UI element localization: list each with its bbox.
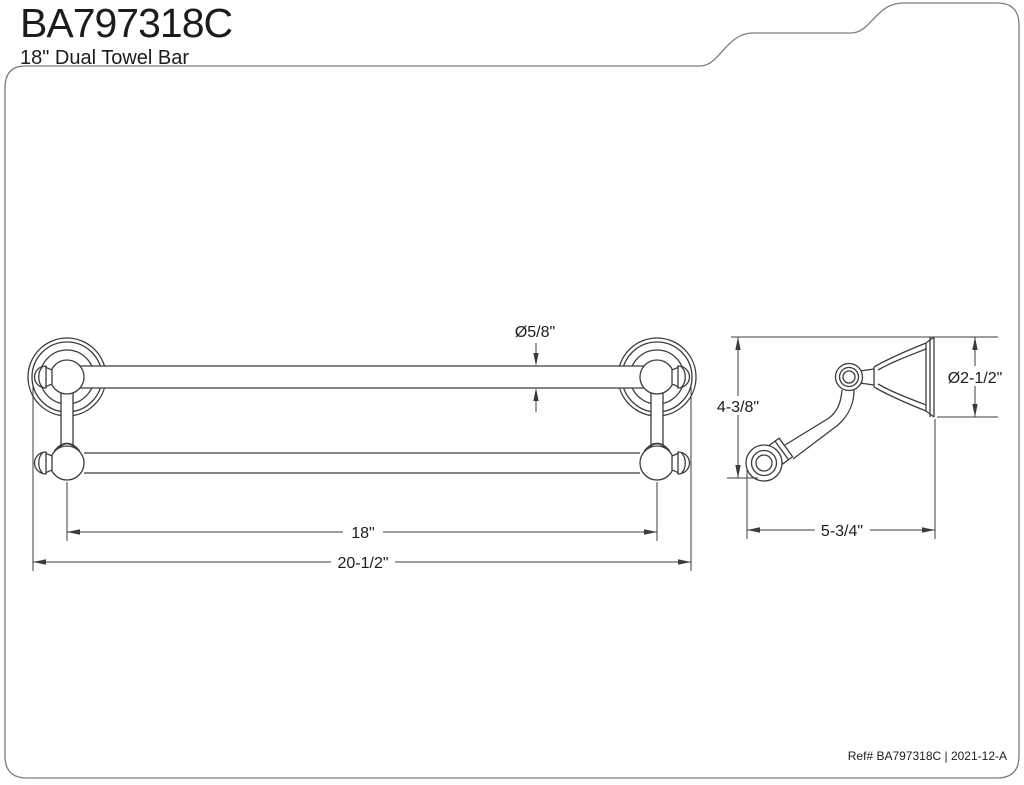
dim-projection: 5-3/4" [746,419,936,540]
dim-bar-diameter-label: Ø5/8" [515,324,555,341]
top-left-finial [33,365,53,389]
dim-overall-height-label: 4-3/8" [717,399,759,416]
dim-overall-height: 4-3/8" [711,336,998,479]
dim-bar-length: 18" [66,482,658,542]
dim-flange-diameter-label: Ø2-1/2" [948,370,1003,387]
title-block: BA797318C 18" Dual Towel Bar [20,0,233,69]
right-post [650,392,664,450]
top-right-ball [639,359,675,395]
top-right-finial [671,365,691,389]
side-neck [859,368,875,386]
sheet-border [4,2,1020,779]
side-bar-end [745,444,783,482]
side-view [745,336,935,482]
dim-projection-label: 5-3/4" [821,523,863,540]
dim-overall-width: 20-1/2" [32,385,692,572]
left-post [60,392,74,450]
model-number: BA797318C [20,0,233,46]
reference-number: Ref# BA797318C | 2021-12-A [847,749,1007,763]
bottom-right-finial [671,451,691,475]
bottom-right-ball [639,445,675,481]
dimensions: Ø5/8" 18" 20-1/2" [32,324,1006,572]
dim-flange-diameter: Ø2-1/2" [937,337,1006,418]
bottom-left-ball [49,445,85,481]
top-bar [80,365,644,389]
side-arm [784,389,855,460]
side-flange [873,336,935,418]
dim-overall-width-label: 20-1/2" [337,555,388,572]
dim-bar-diameter: Ø5/8" [515,324,555,412]
top-left-ball [49,359,85,395]
side-ball [834,362,864,392]
bottom-bar [84,452,640,474]
product-name: 18" Dual Towel Bar [20,47,190,69]
dim-bar-length-label: 18" [351,525,374,542]
bottom-left-finial [33,451,53,475]
front-view [27,337,697,481]
